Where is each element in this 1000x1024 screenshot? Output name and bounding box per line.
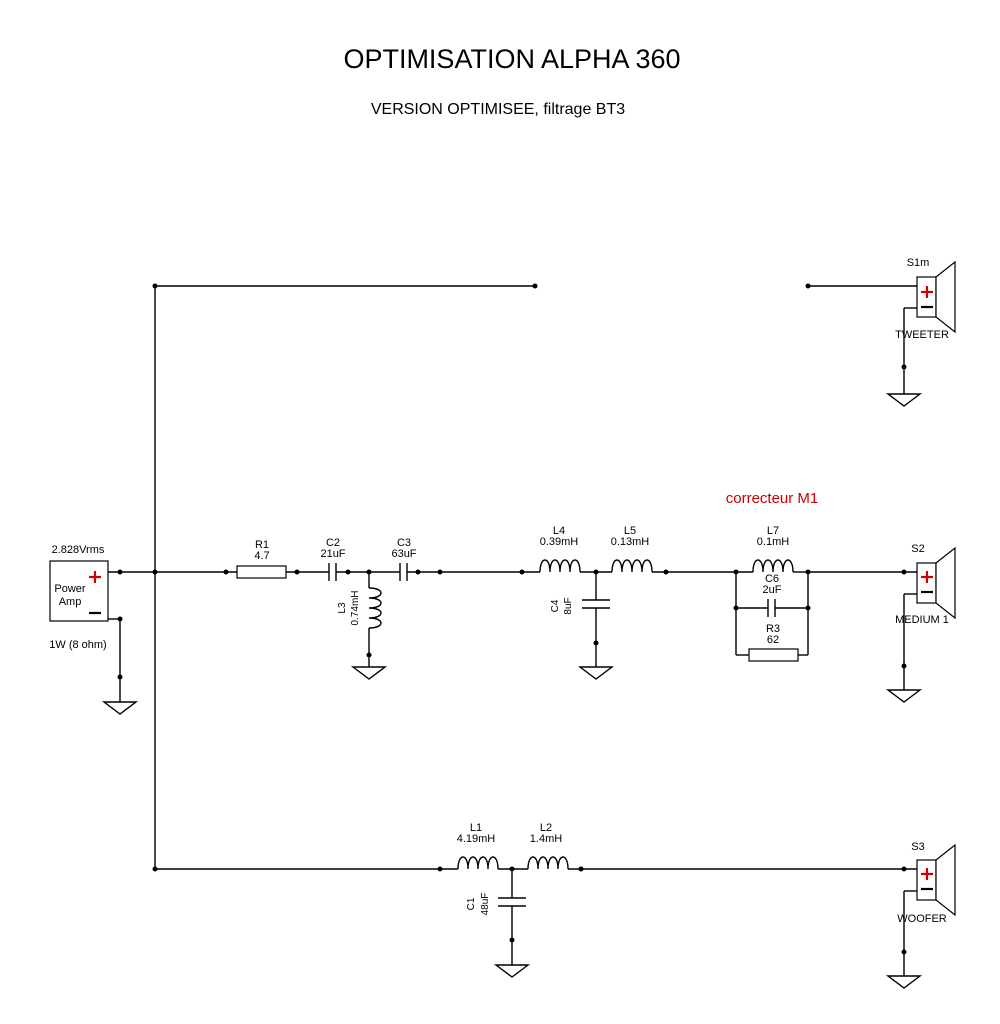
- inductor-l3: L3 0.74mH: [337, 587, 382, 629]
- l5-value: 0.13mH: [611, 536, 650, 548]
- c1-value: 48uF: [480, 893, 491, 916]
- speaker-s2: S2 MEDIUM 1: [895, 543, 956, 626]
- l3-value: 0.74mH: [350, 590, 361, 625]
- l3-ref: L3: [337, 602, 348, 614]
- speaker-s3-ref: S3: [911, 841, 924, 853]
- speaker-s1m-ref: S1m: [907, 257, 930, 269]
- c3-value: 63uF: [391, 548, 416, 560]
- inductor-l1: L1 4.19mH: [457, 822, 499, 870]
- source-name-line2: Amp: [59, 596, 82, 608]
- resistor-r1: R1 4.7: [236, 539, 287, 579]
- l5-ref: L5: [624, 525, 636, 537]
- inductor-icon: [752, 559, 794, 573]
- ground-icon: [885, 689, 923, 703]
- speaker-s3-name: WOOFER: [897, 913, 947, 925]
- page-title: OPTIMISATION ALPHA 360: [343, 44, 680, 74]
- speaker-s3: S3 WOOFER: [897, 841, 956, 925]
- ground-icon: [101, 701, 139, 715]
- ground-icon: [885, 975, 923, 989]
- ground-icon: [493, 964, 531, 978]
- l2-ref: L2: [540, 822, 552, 834]
- speaker-cone: [935, 546, 956, 620]
- speaker-cone: [935, 260, 956, 334]
- inductor-icon: [611, 559, 653, 573]
- c4-value: 8uF: [563, 597, 574, 614]
- ground-icon: [885, 393, 923, 407]
- inductor-l5: L5 0.13mH: [611, 525, 653, 573]
- l4-ref: L4: [553, 525, 565, 537]
- l1-ref: L1: [470, 822, 482, 834]
- r3-value: 62: [767, 634, 779, 646]
- c2-value: 21uF: [320, 548, 345, 560]
- l2-value: 1.4mH: [530, 833, 562, 845]
- resistor-icon: [236, 565, 287, 579]
- inductor-l4: L4 0.39mH: [539, 525, 581, 573]
- capacitor-c1: C1 48uF: [466, 893, 526, 916]
- capacitor-c4: C4 8uF: [550, 597, 610, 615]
- l1-value: 4.19mH: [457, 833, 496, 845]
- r1-ref: R1: [255, 539, 269, 551]
- r1-value: 4.7: [254, 550, 269, 562]
- c6-value: 2uF: [763, 584, 782, 596]
- inductor-l7: L7 0.1mH: [752, 525, 794, 573]
- resistor-r3: R3 62: [748, 623, 799, 662]
- power-amp-source: 2.828Vrms Power Amp 1W (8 ohm): [49, 544, 109, 651]
- l7-ref: L7: [767, 525, 779, 537]
- capacitor-c6: C6 2uF: [763, 573, 782, 617]
- source-power-label: 1W (8 ohm): [49, 639, 106, 651]
- c6-ref: C6: [765, 573, 779, 585]
- source-name-line1: Power: [54, 583, 86, 595]
- speaker-s1m: S1m TWEETER: [895, 257, 956, 341]
- correcteur-annotation: correcteur M1: [726, 490, 819, 507]
- inductor-icon: [539, 559, 581, 573]
- l7-value: 0.1mH: [757, 536, 789, 548]
- speaker-s2-name: MEDIUM 1: [895, 614, 949, 626]
- c1-ref: C1: [466, 897, 477, 910]
- source-box: [49, 560, 109, 622]
- resistor-icon: [748, 648, 799, 662]
- c3-ref: C3: [397, 537, 411, 549]
- speaker-cone: [935, 843, 956, 917]
- c4-ref: C4: [550, 599, 561, 612]
- ground-icon: [577, 666, 615, 680]
- ground-icon: [350, 666, 388, 680]
- c2-ref: C2: [326, 537, 340, 549]
- page-subtitle: VERSION OPTIMISEE, filtrage BT3: [371, 101, 625, 118]
- r3-ref: R3: [766, 623, 780, 635]
- speaker-s2-ref: S2: [911, 543, 924, 555]
- inductor-icon: [527, 856, 569, 870]
- capacitor-c3: C3 63uF: [391, 537, 417, 581]
- source-voltage-label: 2.828Vrms: [52, 544, 105, 556]
- speaker-s1m-name: TWEETER: [895, 329, 949, 341]
- inductor-icon: [368, 587, 382, 629]
- inductor-l2: L2 1.4mH: [527, 822, 569, 870]
- capacitor-c2: C2 21uF: [320, 537, 346, 581]
- l4-value: 0.39mH: [540, 536, 579, 548]
- inductor-icon: [457, 856, 499, 870]
